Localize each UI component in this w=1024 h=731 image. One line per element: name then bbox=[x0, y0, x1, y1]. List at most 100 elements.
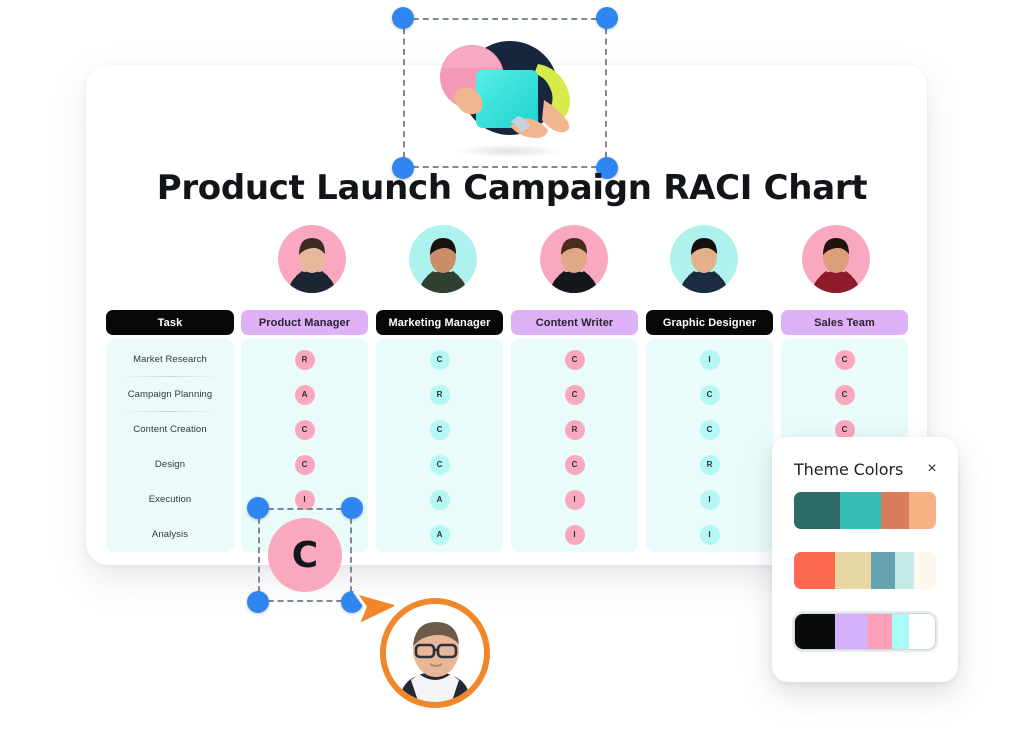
theme-swatch[interactable] bbox=[871, 552, 896, 589]
raci-bubble[interactable]: I bbox=[699, 349, 720, 370]
column-header[interactable]: Content Writer bbox=[511, 310, 638, 335]
close-icon[interactable]: × bbox=[927, 460, 937, 477]
dragged-selection-frame bbox=[258, 508, 352, 602]
person-holding-cube-icon bbox=[440, 41, 570, 138]
drag-handle-bottom-left[interactable] bbox=[247, 591, 269, 613]
raci-cell[interactable]: A bbox=[376, 482, 503, 517]
collaborator-cursor-icon bbox=[348, 586, 402, 632]
raci-bubble[interactable]: C bbox=[834, 419, 855, 440]
raci-cell[interactable]: R bbox=[241, 342, 368, 377]
theme-swatch[interactable] bbox=[908, 492, 936, 529]
raci-bubble[interactable]: C bbox=[834, 384, 855, 405]
raci-bubble[interactable]: C bbox=[294, 454, 315, 475]
theme-palette-coral-sand[interactable] bbox=[794, 552, 936, 589]
avatar-product-manager bbox=[278, 225, 346, 293]
raci-cell[interactable]: I bbox=[646, 482, 773, 517]
theme-swatch[interactable] bbox=[835, 614, 868, 649]
raci-bubble[interactable]: C bbox=[834, 349, 855, 370]
raci-bubble[interactable]: I bbox=[699, 489, 720, 510]
raci-bubble[interactable]: R bbox=[429, 384, 450, 405]
task-cell[interactable]: Execution bbox=[148, 494, 192, 505]
raci-cell[interactable]: I bbox=[646, 517, 773, 552]
task-cell[interactable]: Campaign Planning bbox=[106, 377, 234, 412]
raci-cell[interactable]: C bbox=[511, 377, 638, 412]
raci-bubble[interactable]: C bbox=[699, 384, 720, 405]
raci-cell[interactable]: I bbox=[241, 482, 368, 517]
raci-cell[interactable]: C bbox=[646, 377, 773, 412]
theme-swatch[interactable] bbox=[794, 552, 835, 589]
theme-swatch[interactable] bbox=[891, 614, 909, 649]
raci-cell[interactable]: R bbox=[646, 447, 773, 482]
dragged-bubble-label: C bbox=[268, 518, 342, 592]
task-cell[interactable]: Content Creation bbox=[133, 424, 207, 435]
raci-bubble[interactable]: C bbox=[429, 419, 450, 440]
raci-bubble[interactable]: A bbox=[429, 489, 450, 510]
raci-cell[interactable]: C bbox=[376, 412, 503, 447]
raci-cell[interactable]: C bbox=[646, 412, 773, 447]
raci-bubble[interactable]: C bbox=[429, 349, 450, 370]
raci-cell[interactable]: C bbox=[781, 377, 908, 412]
raci-cell[interactable]: C bbox=[511, 342, 638, 377]
theme-swatch[interactable] bbox=[867, 614, 892, 649]
raci-bubble[interactable]: A bbox=[294, 384, 315, 405]
theme-swatch[interactable] bbox=[908, 614, 935, 649]
raci-cell[interactable]: A bbox=[376, 517, 503, 552]
raci-bubble[interactable]: C bbox=[564, 349, 585, 370]
theme-swatch[interactable] bbox=[834, 552, 872, 589]
task-cell[interactable]: Market Research bbox=[106, 342, 234, 377]
column-header[interactable]: Sales Team bbox=[781, 310, 908, 335]
raci-cell[interactable]: C bbox=[376, 342, 503, 377]
raci-bubble[interactable]: I bbox=[564, 489, 585, 510]
raci-bubble[interactable]: I bbox=[294, 489, 315, 510]
task-cell[interactable]: Design bbox=[154, 459, 186, 470]
theme-swatch[interactable] bbox=[895, 552, 914, 589]
raci-cell[interactable]: C bbox=[241, 447, 368, 482]
illustration-object[interactable] bbox=[396, 16, 608, 168]
task-cell[interactable]: Analysis bbox=[151, 529, 189, 540]
raci-bubble[interactable]: I bbox=[699, 524, 720, 545]
raci-bubble[interactable]: A bbox=[429, 524, 450, 545]
raci-cell[interactable]: I bbox=[511, 517, 638, 552]
raci-bubble[interactable]: C bbox=[564, 454, 585, 475]
column-header[interactable]: Marketing Manager bbox=[376, 310, 503, 335]
raci-bubble[interactable]: C bbox=[429, 454, 450, 475]
raci-cell[interactable]: C bbox=[781, 412, 908, 447]
selection-handle-bottom-left[interactable] bbox=[392, 157, 414, 179]
raci-cell[interactable]: C bbox=[376, 447, 503, 482]
raci-bubble[interactable]: C bbox=[699, 419, 720, 440]
page-title[interactable]: Product Launch Campaign RACI Chart bbox=[156, 168, 868, 208]
raci-cell[interactable]: I bbox=[511, 482, 638, 517]
dragged-raci-bubble[interactable]: C bbox=[268, 518, 342, 592]
drag-handle-top-left[interactable] bbox=[247, 497, 269, 519]
raci-cell[interactable]: C bbox=[781, 342, 908, 377]
raci-cell[interactable]: A bbox=[241, 377, 368, 412]
column-header[interactable]: Graphic Designer bbox=[646, 310, 773, 335]
selection-handle-bottom-right[interactable] bbox=[596, 157, 618, 179]
raci-cell[interactable]: R bbox=[511, 412, 638, 447]
theme-swatch[interactable] bbox=[913, 552, 936, 589]
raci-cell[interactable]: R bbox=[376, 377, 503, 412]
theme-panel-header: Theme Colors × bbox=[794, 457, 940, 481]
column-header[interactable]: Product Manager bbox=[241, 310, 368, 335]
theme-swatch[interactable] bbox=[794, 492, 841, 529]
column-header[interactable]: Task bbox=[106, 310, 234, 335]
theme-swatch[interactable] bbox=[881, 492, 909, 529]
theme-swatch[interactable] bbox=[795, 614, 836, 649]
raci-cell[interactable]: C bbox=[511, 447, 638, 482]
raci-cell[interactable]: I bbox=[646, 342, 773, 377]
theme-palette-teal-terracotta[interactable] bbox=[794, 492, 936, 529]
selection-handle-top-right[interactable] bbox=[596, 7, 618, 29]
raci-bubble[interactable]: C bbox=[564, 384, 585, 405]
theme-palette-black-lavender-pink[interactable] bbox=[794, 613, 936, 650]
drag-handle-top-right[interactable] bbox=[341, 497, 363, 519]
raci-bubble[interactable]: C bbox=[294, 419, 315, 440]
raci-bubble[interactable]: I bbox=[564, 524, 585, 545]
raci-bubble[interactable]: R bbox=[294, 349, 315, 370]
theme-swatch[interactable] bbox=[840, 492, 882, 529]
raci-bubble[interactable]: R bbox=[699, 454, 720, 475]
raci-cell[interactable]: C bbox=[241, 412, 368, 447]
raci-bubble[interactable]: R bbox=[564, 419, 585, 440]
selection-handle-top-left[interactable] bbox=[392, 7, 414, 29]
